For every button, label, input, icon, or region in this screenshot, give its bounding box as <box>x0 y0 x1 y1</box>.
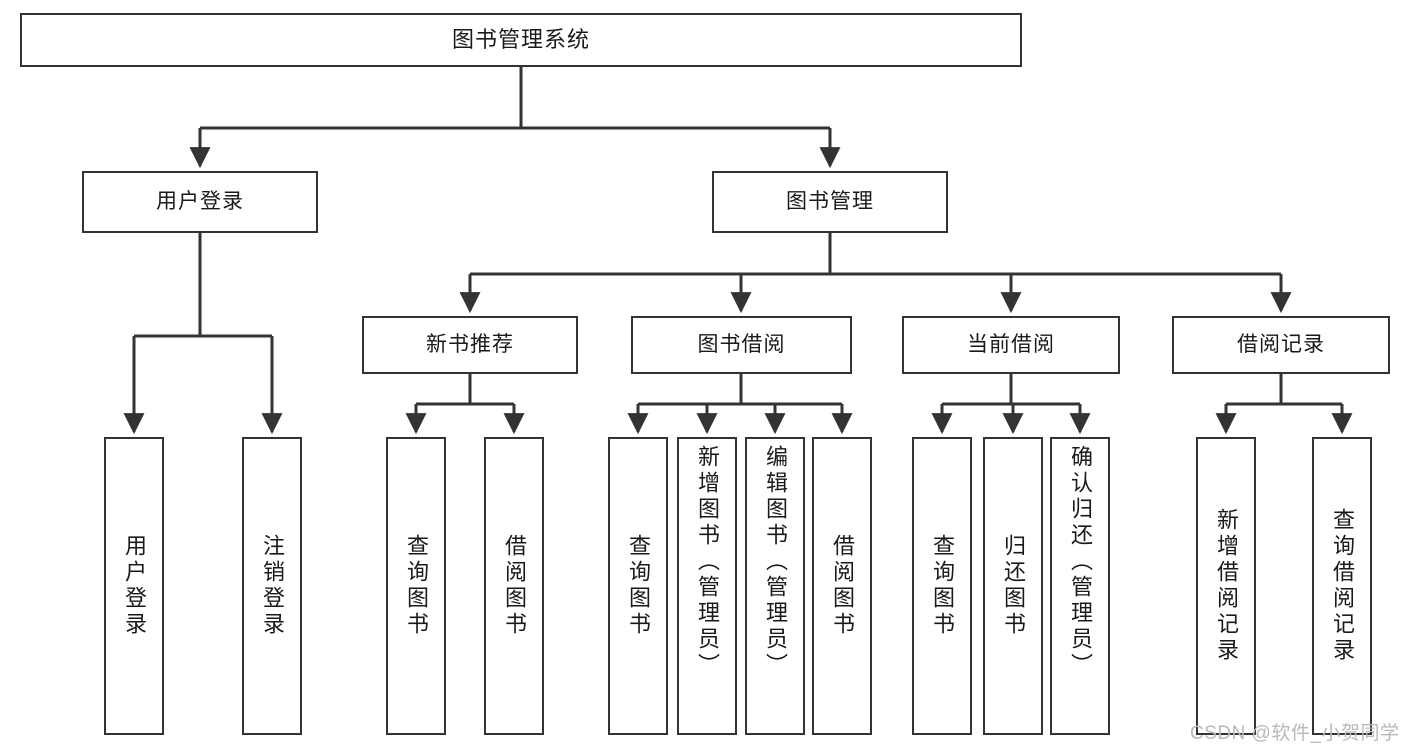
leaf-edit-book[interactable]: 编辑图书（管理员） <box>745 437 805 735</box>
node-new-book-recommend-label: 新书推荐 <box>426 332 514 356</box>
node-book-borrow[interactable]: 图书借阅 <box>631 316 852 374</box>
node-user-login[interactable]: 用户登录 <box>82 171 318 233</box>
leaf-user-logout[interactable]: 注销登录 <box>242 437 302 735</box>
leaf-add-borrow-record-label: 新增借阅记录 <box>1214 508 1239 664</box>
node-borrow-record[interactable]: 借阅记录 <box>1172 316 1390 374</box>
leaf-confirm-return[interactable]: 确认归还（管理员） <box>1050 437 1110 735</box>
leaf-query-book-2-label: 查询图书 <box>626 534 651 638</box>
node-book-manage[interactable]: 图书管理 <box>712 171 948 233</box>
node-current-borrow-label: 当前借阅 <box>967 332 1055 356</box>
leaf-edit-book-label: 编辑图书（管理员） <box>763 445 788 679</box>
node-root-system[interactable]: 图书管理系统 <box>20 13 1022 67</box>
leaf-return-book[interactable]: 归还图书 <box>983 437 1043 735</box>
leaf-query-borrow-record[interactable]: 查询借阅记录 <box>1312 437 1372 735</box>
leaf-query-book-2[interactable]: 查询图书 <box>608 437 668 735</box>
leaf-borrow-book-2[interactable]: 借阅图书 <box>812 437 872 735</box>
leaf-user-login[interactable]: 用户登录 <box>104 437 164 735</box>
leaf-query-book-3-label: 查询图书 <box>930 534 955 638</box>
leaf-confirm-return-label: 确认归还（管理员） <box>1068 445 1093 679</box>
node-book-manage-label: 图书管理 <box>786 189 874 213</box>
node-new-book-recommend[interactable]: 新书推荐 <box>362 316 578 374</box>
leaf-query-book-1[interactable]: 查询图书 <box>386 437 446 735</box>
leaf-add-book-label: 新增图书（管理员） <box>695 445 720 679</box>
watermark: CSDN @软件_小贺同学 <box>1190 723 1400 744</box>
leaf-query-book-3[interactable]: 查询图书 <box>912 437 972 735</box>
node-root-system-label: 图书管理系统 <box>451 27 590 53</box>
leaf-borrow-book-2-label: 借阅图书 <box>830 534 855 638</box>
leaf-return-book-label: 归还图书 <box>1001 534 1026 638</box>
leaf-query-book-1-label: 查询图书 <box>404 534 429 638</box>
leaf-add-borrow-record[interactable]: 新增借阅记录 <box>1196 437 1256 735</box>
node-book-borrow-label: 图书借阅 <box>697 332 786 356</box>
node-user-login-label: 用户登录 <box>156 189 244 213</box>
leaf-borrow-book-1-label: 借阅图书 <box>502 534 527 638</box>
leaf-user-login-label: 用户登录 <box>122 534 147 638</box>
leaf-query-borrow-record-label: 查询借阅记录 <box>1330 508 1355 664</box>
leaf-borrow-book-1[interactable]: 借阅图书 <box>484 437 544 735</box>
node-current-borrow[interactable]: 当前借阅 <box>902 316 1120 374</box>
node-borrow-record-label: 借阅记录 <box>1237 332 1325 356</box>
leaf-add-book[interactable]: 新增图书（管理员） <box>677 437 737 735</box>
leaf-user-logout-label: 注销登录 <box>260 534 285 638</box>
